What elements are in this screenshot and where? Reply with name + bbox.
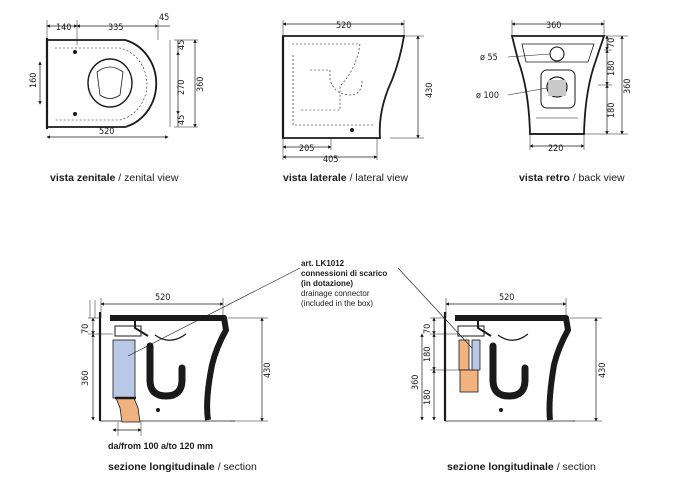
note-line-2: connessioni di scarico	[301, 269, 387, 278]
caption-lateral-en: / lateral view	[349, 172, 408, 184]
note-line-5: (included in the box)	[301, 299, 373, 308]
dim-520-section-right: 520	[499, 293, 514, 303]
dim-360-section-left: 360	[81, 371, 91, 386]
dim-160: 160	[29, 73, 39, 88]
caption-section-right-en: / section	[556, 461, 596, 473]
dim-520-lateral: 520	[336, 21, 351, 31]
dim-430-section-right: 430	[598, 363, 608, 378]
caption-section-left: sezione longitudinale / section	[108, 461, 257, 473]
dim-180-back-bottom: 180	[607, 103, 617, 118]
caption-lateral: vista laterale / lateral view	[283, 172, 408, 184]
dim-205: 205	[299, 144, 314, 154]
caption-section-left-en: / section	[217, 461, 257, 473]
dim-180-back-top: 180	[607, 61, 617, 76]
dim-45-top: 45	[159, 13, 169, 23]
dim-520-zenital: 520	[99, 127, 114, 137]
caption-section-right-it: sezione longitudinale	[447, 461, 554, 473]
range-label: da/from 100 a/to 120 mm	[108, 441, 213, 451]
caption-lateral-it: vista laterale	[283, 172, 347, 184]
note-line-4: drainage connector	[301, 289, 370, 298]
lateral-view	[281, 20, 424, 160]
dim-360: 360	[196, 77, 206, 92]
drainage-note: art. LK1012 connessioni di scarico (in d…	[301, 259, 387, 308]
dim-520-section-left: 520	[155, 293, 170, 303]
note-line-3: (in dotazione)	[301, 279, 353, 288]
caption-back-en: / back view	[572, 172, 625, 184]
range-prefix: da/	[108, 441, 122, 451]
back-view	[507, 20, 628, 150]
caption-zenital-it: vista zenitale	[50, 172, 116, 184]
dim-180-section-right-bottom: 180	[423, 390, 433, 405]
dim-360-back: 360	[546, 21, 561, 31]
dim-360-section-right: 360	[411, 375, 421, 390]
dim-70-section-left: 70	[81, 324, 91, 334]
dim-430-section-left: 430	[263, 363, 273, 378]
dim-70-back: 70	[607, 38, 617, 48]
dim-o55: ø 55	[480, 53, 498, 63]
dim-70-section-right: 70	[423, 324, 433, 334]
zenital-view	[38, 20, 198, 139]
dim-335: 335	[108, 23, 123, 33]
dim-o100: ø 100	[476, 91, 499, 101]
dim-405: 405	[323, 155, 338, 165]
dim-45-right-bottom: 45	[177, 115, 187, 125]
dim-270: 270	[177, 80, 187, 95]
caption-section-right: sezione longitudinale / section	[447, 461, 596, 473]
dim-45-right-top: 45	[177, 40, 187, 50]
caption-zenital: vista zenitale / zenital view	[50, 172, 178, 184]
caption-zenital-en: / zenital view	[118, 172, 179, 184]
dim-180-section-right-top: 180	[423, 347, 433, 362]
note-line-1: art. LK1012	[301, 259, 345, 268]
caption-back: vista retro / back view	[519, 172, 625, 184]
caption-section-left-it: sezione longitudinale	[108, 461, 215, 473]
dim-430-lateral: 430	[425, 83, 435, 98]
section-left	[88, 267, 301, 436]
section-right	[397, 267, 602, 422]
dim-140: 140	[56, 23, 71, 33]
caption-back-it: vista retro	[519, 172, 570, 184]
range-text: from 100 a/to 120 mm	[121, 441, 214, 451]
dim-220: 220	[548, 144, 563, 154]
dim-360-back-vertical: 360	[623, 79, 633, 94]
